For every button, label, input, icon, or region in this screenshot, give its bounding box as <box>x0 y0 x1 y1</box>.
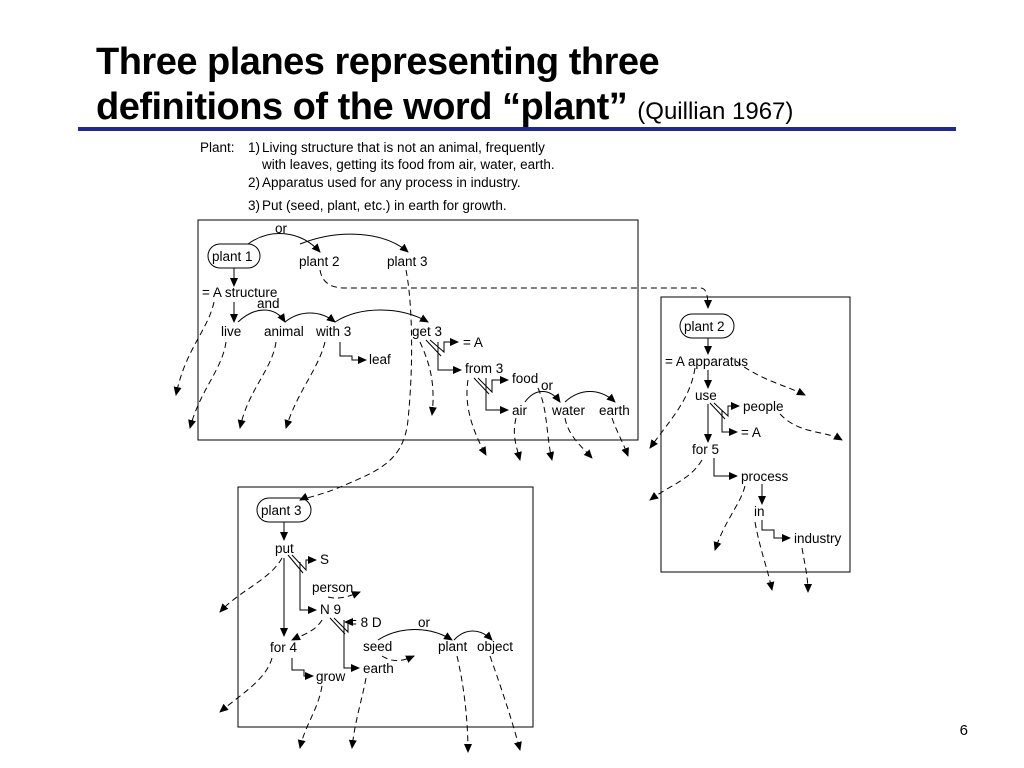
definition-1-line-2: with leaves, getting its food from air, … <box>262 157 555 172</box>
definition-1-line-1: Living structure that is not an animal, … <box>262 140 545 155</box>
definition-number-2: 2) <box>247 175 260 190</box>
p3-for4: for 4 <box>270 640 298 655</box>
p3-N9: N 9 <box>320 602 341 617</box>
title-line-1: Three planes representing three <box>96 41 660 83</box>
p2-process: process <box>741 469 789 484</box>
plane-2-head-node <box>679 313 735 339</box>
p3-eq8D: = 8 D <box>349 615 382 630</box>
title-line-2: definitions of the word “plant” <box>96 86 628 128</box>
p1-or2: or <box>541 378 554 393</box>
definition-2-line-1: Apparatus used for any process in indust… <box>262 175 521 190</box>
plane-3-dashed-links <box>219 557 522 753</box>
p3-S: S <box>320 552 329 567</box>
p2-people: people <box>743 399 784 414</box>
title-citation: (Quillian 1967) <box>637 98 794 125</box>
p1-plant3: plant 3 <box>387 254 428 269</box>
plane-1-frame <box>197 219 639 441</box>
p3-earth: earth <box>363 661 394 676</box>
p1-animal: animal <box>264 324 304 339</box>
definition-3-line-1: Put (seed, plant, etc.) in earth for gro… <box>262 198 507 213</box>
p2-for5: for 5 <box>692 442 719 457</box>
definition-number-3: 3) <box>247 198 260 213</box>
p3-grow: grow <box>316 669 346 684</box>
definition-number-1: 1) <box>247 140 260 155</box>
p2-apparatus: = A apparatus <box>665 354 748 369</box>
p3-object: object <box>477 639 513 654</box>
plane-1-links <box>230 233 616 414</box>
p2-use: use <box>695 388 717 403</box>
plane-2-frame <box>660 296 851 573</box>
definitions-heading: Plant: <box>200 140 235 155</box>
p1-plant2: plant 2 <box>299 254 340 269</box>
p1-earth: earth <box>599 403 630 418</box>
p3-plant3: plant 3 <box>261 503 302 518</box>
plane-3-links <box>280 522 493 680</box>
p2-plant2: plant 2 <box>684 319 725 334</box>
p1-leaf: leaf <box>369 352 391 367</box>
p1-from3: from 3 <box>465 361 503 376</box>
p3-or: or <box>418 615 431 630</box>
p1-live: live <box>221 324 241 339</box>
p1-food: food <box>512 371 538 386</box>
p3-person: person <box>312 580 353 595</box>
page-number: 6 <box>959 722 968 739</box>
p2-industry: industry <box>794 531 842 546</box>
p1-air: air <box>512 403 528 418</box>
p3-plant: plant <box>438 639 468 654</box>
p1-water: water <box>551 403 586 418</box>
title-rule <box>78 127 956 131</box>
plane-1-dashed-links <box>173 269 712 501</box>
p1-structure: = A structure <box>202 285 277 300</box>
p1-plant1: plant 1 <box>212 249 253 264</box>
p2-eqA: = A <box>741 425 761 440</box>
p3-put: put <box>275 541 294 556</box>
plane-3-frame <box>237 486 534 728</box>
p1-and: and <box>257 296 280 311</box>
p1-eqA: = A <box>463 335 483 350</box>
plane-2-links <box>704 338 791 542</box>
plane-2-dashed-links <box>649 360 843 593</box>
p1-get3: get 3 <box>412 324 442 339</box>
p3-seed: seed <box>363 639 392 654</box>
p1-with3: with 3 <box>315 324 351 339</box>
p1-or: or <box>275 221 288 236</box>
p2-in: in <box>754 504 765 519</box>
